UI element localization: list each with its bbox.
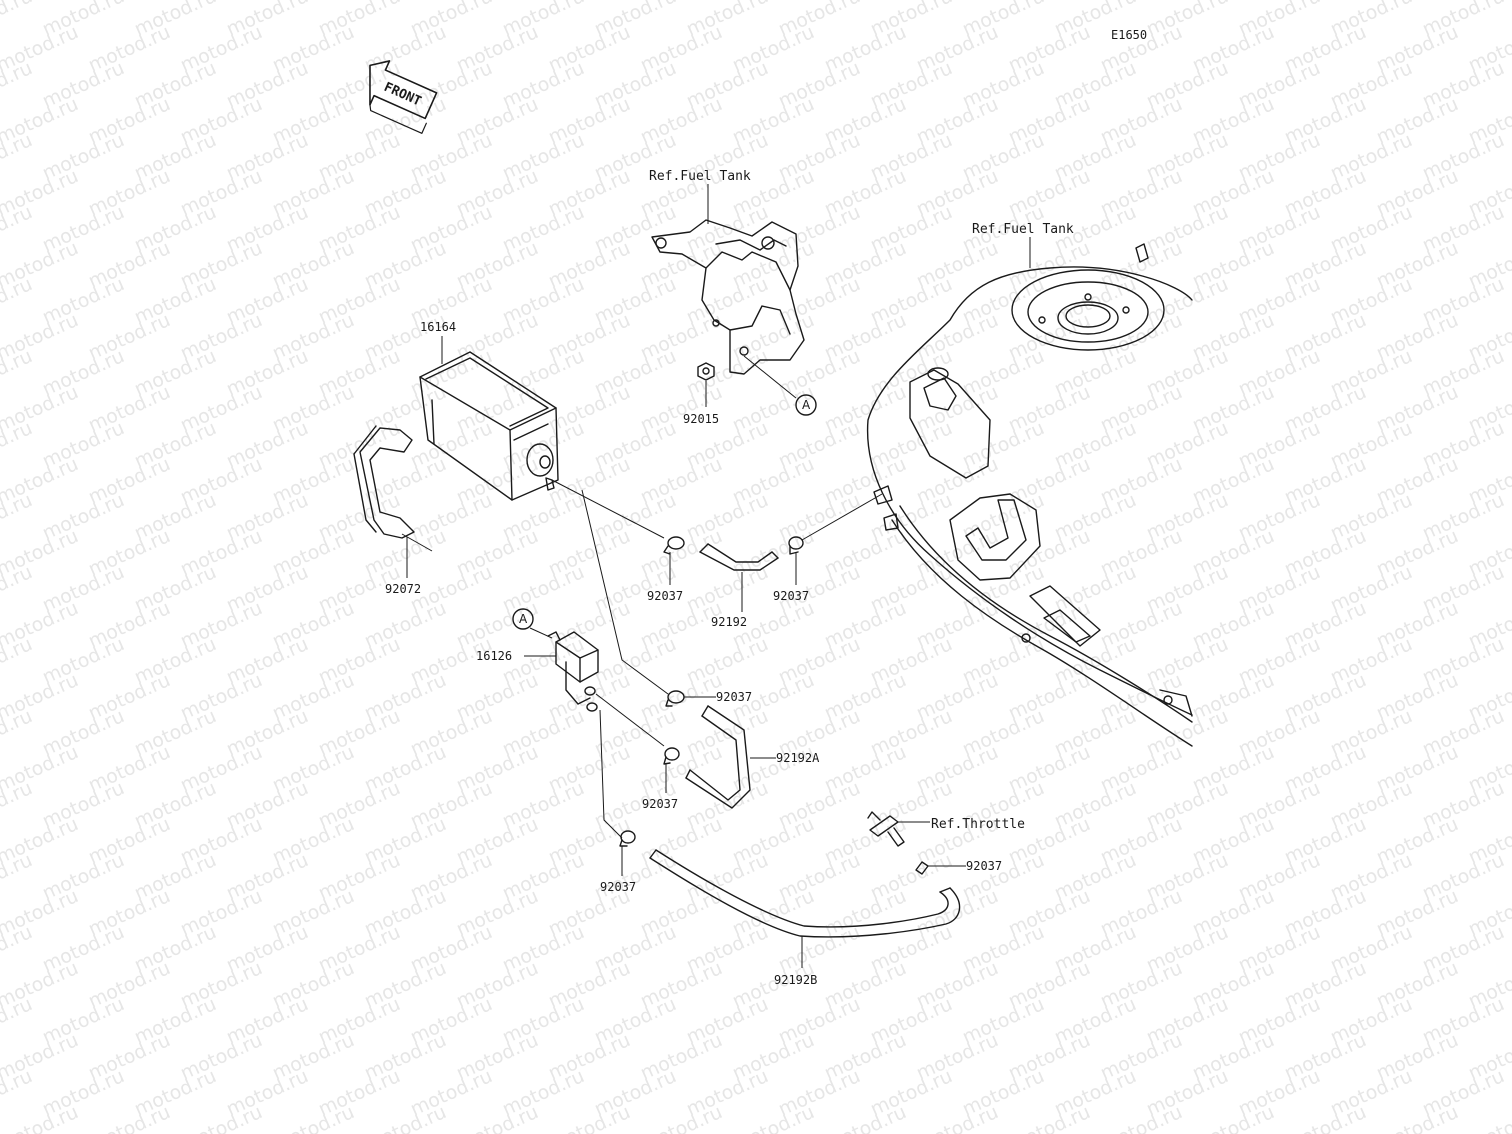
throttle-fitting bbox=[867, 811, 930, 847]
label-92037-3: 92037 bbox=[716, 690, 752, 704]
watermark-text: motod.ru bbox=[729, 1101, 818, 1134]
clamp-92037-4 bbox=[663, 747, 680, 793]
label-16126: 16126 bbox=[476, 649, 512, 663]
watermark-text: motod.ru bbox=[1465, 1101, 1512, 1134]
label-92072: 92072 bbox=[385, 582, 421, 596]
marker-a-left-label: A bbox=[519, 612, 528, 626]
watermark-text: motod.ru bbox=[1281, 1101, 1370, 1134]
hose-92192 bbox=[699, 543, 779, 612]
hose-92192A bbox=[685, 705, 776, 809]
connection-lines bbox=[551, 479, 883, 839]
ref-throttle: Ref.Throttle bbox=[931, 817, 1025, 832]
watermark-text: motod.ru bbox=[1005, 1101, 1094, 1134]
watermark-text: motod.ru bbox=[269, 1101, 358, 1134]
canister-16164 bbox=[419, 351, 559, 501]
marker-a-left bbox=[512, 608, 534, 630]
watermark-text: motod.ru bbox=[821, 1101, 910, 1134]
band-92072 bbox=[353, 425, 433, 578]
clamp-92037-1 bbox=[663, 536, 685, 585]
ref-fuel-tank: Ref.Fuel Tank bbox=[972, 222, 1074, 237]
label-92037-5: 92037 bbox=[600, 880, 636, 894]
watermark-text: motod.ru bbox=[1373, 1101, 1462, 1134]
ref-fuel-tank-bracket: Ref.Fuel Tank bbox=[649, 169, 751, 184]
watermark-text: motod.ru bbox=[453, 1101, 542, 1134]
watermark-text: motod.ru bbox=[913, 1101, 1002, 1134]
hose-92192B bbox=[649, 849, 961, 968]
diagram-code: E1650 bbox=[1111, 28, 1147, 42]
label-92015: 92015 bbox=[683, 412, 719, 426]
label-92037-1: 92037 bbox=[647, 589, 683, 603]
watermark-text: motod.ru bbox=[1097, 1101, 1186, 1134]
watermark-text: motod.ru bbox=[637, 1101, 726, 1134]
clamp-92037-2 bbox=[788, 536, 804, 585]
fuel-tank-bracket bbox=[651, 219, 805, 375]
marker-a-top bbox=[795, 394, 817, 416]
clamp-92037-6 bbox=[915, 861, 966, 875]
label-16164: 16164 bbox=[420, 320, 456, 334]
nut-92015 bbox=[697, 362, 715, 407]
watermark-text: motod.ru bbox=[361, 1101, 450, 1134]
clamp-92037-3 bbox=[665, 690, 716, 707]
label-92192: 92192 bbox=[711, 615, 747, 629]
watermark-text: motod.ru bbox=[1189, 1101, 1278, 1134]
watermark-text: motod.ru bbox=[85, 1101, 174, 1134]
label-92192A: 92192A bbox=[776, 751, 820, 765]
marker-a-top-label: A bbox=[802, 398, 811, 412]
watermark-text: motod.ru bbox=[545, 1101, 634, 1134]
fuel-tank bbox=[866, 243, 1193, 747]
label-92192B: 92192B bbox=[774, 973, 817, 987]
watermark-text: motod.ru bbox=[177, 1101, 266, 1134]
clamp-92037-5 bbox=[619, 830, 636, 876]
label-92037-2: 92037 bbox=[773, 589, 809, 603]
label-92037-6: 92037 bbox=[966, 859, 1002, 873]
watermark-text: motod.ru bbox=[0, 0, 36, 41]
valve-16126 bbox=[524, 631, 599, 712]
label-92037-4: 92037 bbox=[642, 797, 678, 811]
